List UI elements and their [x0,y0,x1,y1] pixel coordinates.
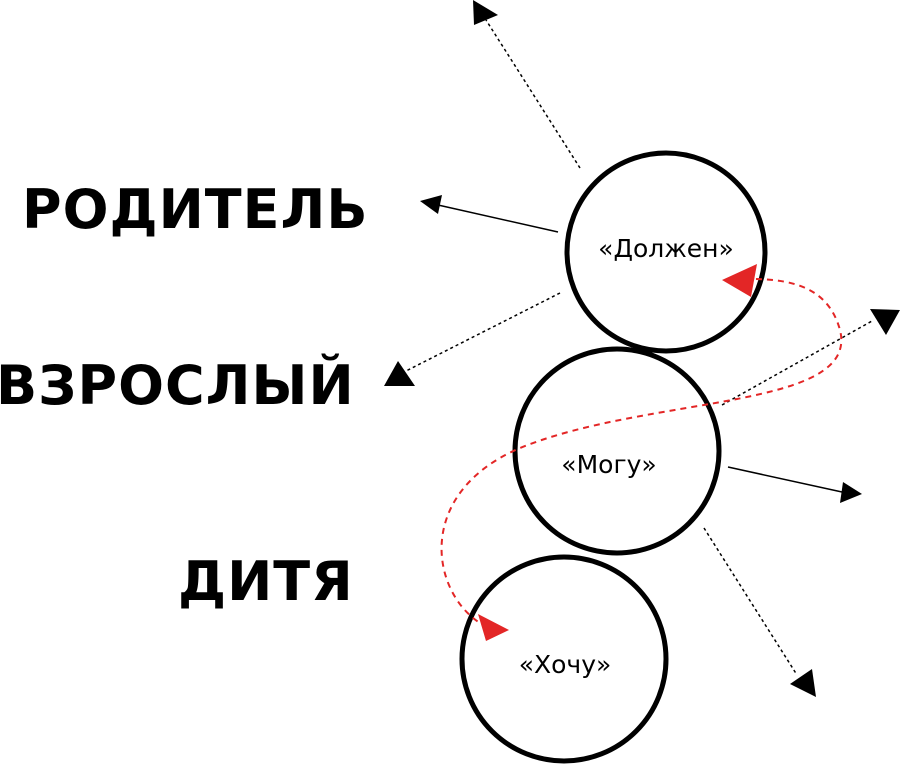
red-flow-arrow [440,264,843,641]
adult-dotted-arrow-down-right [703,527,798,676]
parent-role-label: РОДИТЕЛЬ [22,178,369,241]
must-state-label: «Должен» [598,234,734,263]
must-circle [564,150,768,354]
arrowhead-left-icon [420,195,442,214]
arrowhead-down-right-icon [790,669,816,697]
arrowhead-up-icon [473,0,498,25]
want-circle [459,554,669,764]
parent-arrows [384,0,581,386]
adult-solid-arrow-right [727,466,843,493]
adult-role-label: ВЗРОСЛЫЙ [0,354,355,417]
arrowhead-up-right-icon [870,309,900,335]
want-state-label: «Хочу» [519,650,612,679]
arrowhead-down-left-icon [384,361,415,386]
child-role-label: ДИТЯ [178,550,354,613]
can-state-label: «Могу» [561,450,656,479]
red-arrowhead-bottom-icon [478,614,509,641]
red-arrowhead-top-icon [722,264,757,297]
adult-arrows [703,309,900,697]
adult-dotted-arrow-up-right [721,320,873,406]
arrowhead-right-icon [840,482,862,503]
parent-dotted-arrow-up [485,19,581,169]
parent-dotted-arrow-down-left [403,292,561,373]
parent-solid-arrow-left [437,204,559,233]
